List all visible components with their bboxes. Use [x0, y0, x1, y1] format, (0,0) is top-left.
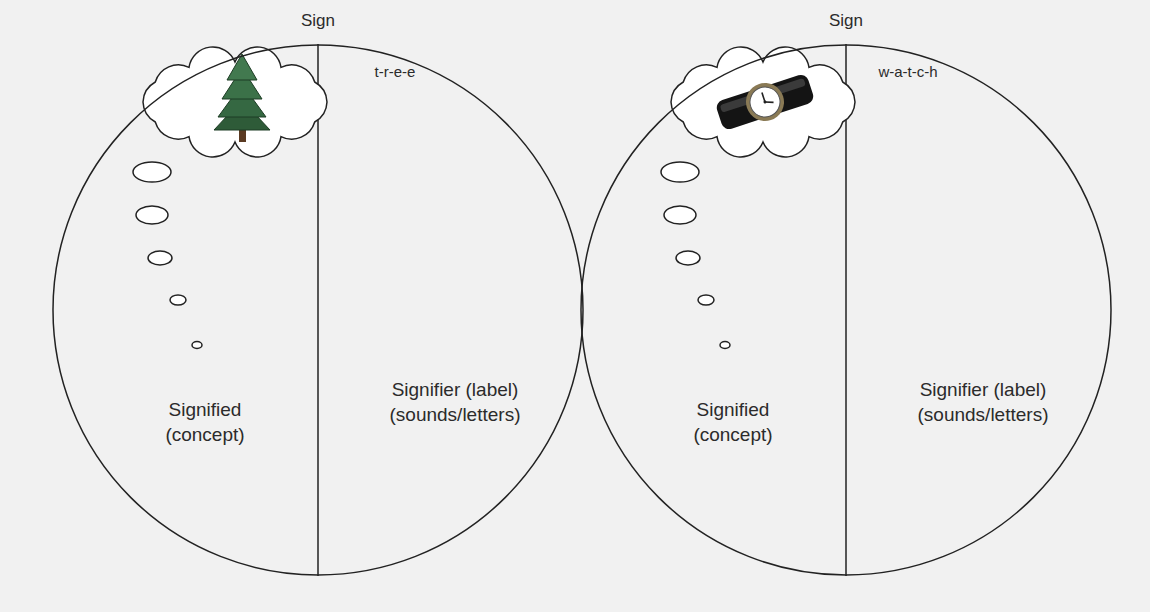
- signified-region: Signified (concept): [580, 44, 846, 576]
- sign-heading: Sign: [829, 10, 863, 32]
- thought-cloud: [143, 47, 327, 157]
- concept-label: Signified (concept): [165, 398, 244, 447]
- spelled-word: w-a-t-c-h: [878, 62, 937, 82]
- divider-line: [317, 44, 319, 576]
- sign-circle: SignSignified (concept)w-a-t-c-hSignifie…: [580, 44, 1112, 576]
- thought-bubbles: [133, 162, 202, 349]
- sign-circle: SignSignified (concept)t-r-e-eSignifier …: [52, 44, 584, 576]
- thought-cloud: [671, 47, 855, 157]
- circle-outline: [580, 44, 1112, 576]
- sign-heading: Sign: [301, 10, 335, 32]
- circle-outline: [52, 44, 584, 576]
- signifier-label: Signifier (label) (sounds/letters): [390, 378, 521, 427]
- thought-bubbles: [661, 162, 730, 349]
- signifier-label: Signifier (label) (sounds/letters): [918, 378, 1049, 427]
- signified-region: Signified (concept): [52, 44, 318, 576]
- watch-icon: [713, 69, 816, 135]
- signifier-region: t-r-e-eSignifier (label) (sounds/letters…: [318, 44, 584, 576]
- concept-label: Signified (concept): [693, 398, 772, 447]
- tree-icon: [214, 54, 270, 142]
- divider-line: [845, 44, 847, 576]
- spelled-word: t-r-e-e: [375, 62, 416, 82]
- signifier-region: w-a-t-c-hSignifier (label) (sounds/lette…: [846, 44, 1112, 576]
